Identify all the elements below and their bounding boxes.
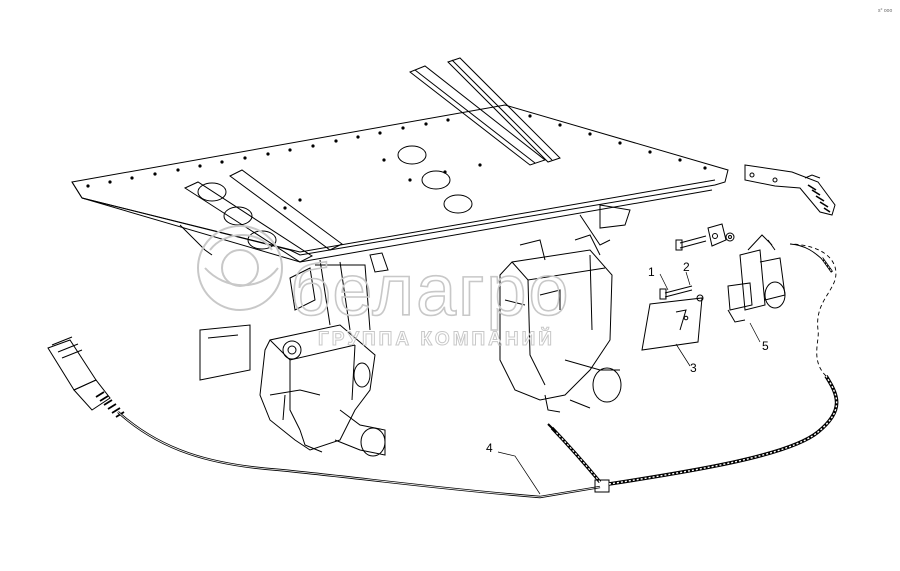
dosing-unit-middle: [499, 234, 622, 413]
callout-3: 3: [690, 361, 697, 375]
callout-1: 1: [648, 265, 655, 279]
side-bracket: [744, 164, 836, 216]
wiring-harness: [47, 243, 839, 499]
bolt-and-bracket: [659, 223, 735, 302]
frame-plate: [71, 57, 729, 263]
watermark-brand: белагро: [290, 251, 570, 331]
callout-4: 4: [486, 441, 493, 455]
dosing-unit-left: [199, 252, 389, 457]
callout-5: 5: [762, 339, 769, 353]
leader-lines: [497, 271, 761, 495]
callout-2: 2: [683, 260, 690, 274]
watermark-subtitle: ГРУППА КОМПАНИЙ: [318, 328, 555, 350]
actuator: [727, 234, 786, 323]
mounting-plate: [641, 297, 703, 351]
corner-mark: s° ooo: [878, 8, 892, 14]
watermark-logo: [197, 225, 283, 311]
watermark: белагро ГРУППА КОМПАНИЙ: [197, 225, 570, 351]
